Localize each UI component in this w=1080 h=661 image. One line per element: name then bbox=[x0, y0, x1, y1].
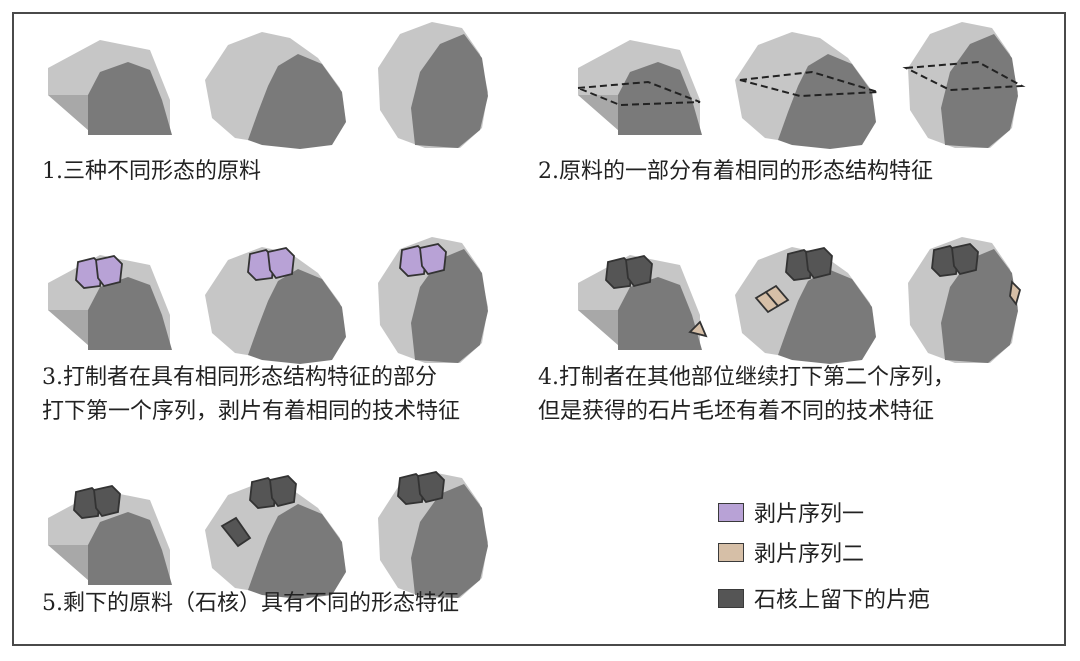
legend-swatch-purple bbox=[718, 502, 744, 522]
caption-panel3-line2: 打下第一个序列，剥片有着相同的技术特征 bbox=[42, 399, 461, 424]
panel1-stone-a bbox=[48, 40, 172, 135]
legend-label: 剥片序列一 bbox=[754, 502, 865, 527]
caption-panel4-line2: 但是获得的石片毛坯有着不同的技术特征 bbox=[538, 399, 935, 424]
figure-frame bbox=[12, 12, 1066, 646]
panel1-stone-b bbox=[205, 32, 346, 149]
legend-swatch-tan bbox=[718, 542, 744, 562]
legend-item-core-scar: 石核上留下的片疤 bbox=[718, 584, 931, 613]
legend-item-sequence-two: 剥片序列二 bbox=[718, 538, 865, 567]
panel1-stone-c bbox=[378, 22, 488, 148]
panel2-dashed-planes bbox=[577, 60, 1026, 107]
caption-panel5: 5.剩下的原料（石核）具有不同的形态特征 bbox=[42, 591, 459, 616]
legend-label: 剥片序列二 bbox=[754, 542, 865, 567]
caption-panel2: 2.原料的一部分有着相同的形态结构特征 bbox=[538, 159, 933, 184]
legend-label: 石核上留下的片疤 bbox=[754, 588, 931, 613]
caption-panel3-line1: 3.打制者在具有相同形态结构特征的部分 bbox=[42, 365, 437, 390]
caption-panel1: 1.三种不同形态的原料 bbox=[42, 159, 261, 184]
legend-swatch-dark bbox=[718, 588, 744, 608]
panel2-stones bbox=[578, 22, 1018, 149]
legend-item-sequence-one: 剥片序列一 bbox=[718, 498, 865, 527]
panel4-tan-flakes bbox=[688, 280, 1022, 338]
panel5-scars bbox=[73, 471, 445, 548]
caption-panel4-line1: 4.打制者在其他部位继续打下第二个序列， bbox=[538, 365, 955, 390]
